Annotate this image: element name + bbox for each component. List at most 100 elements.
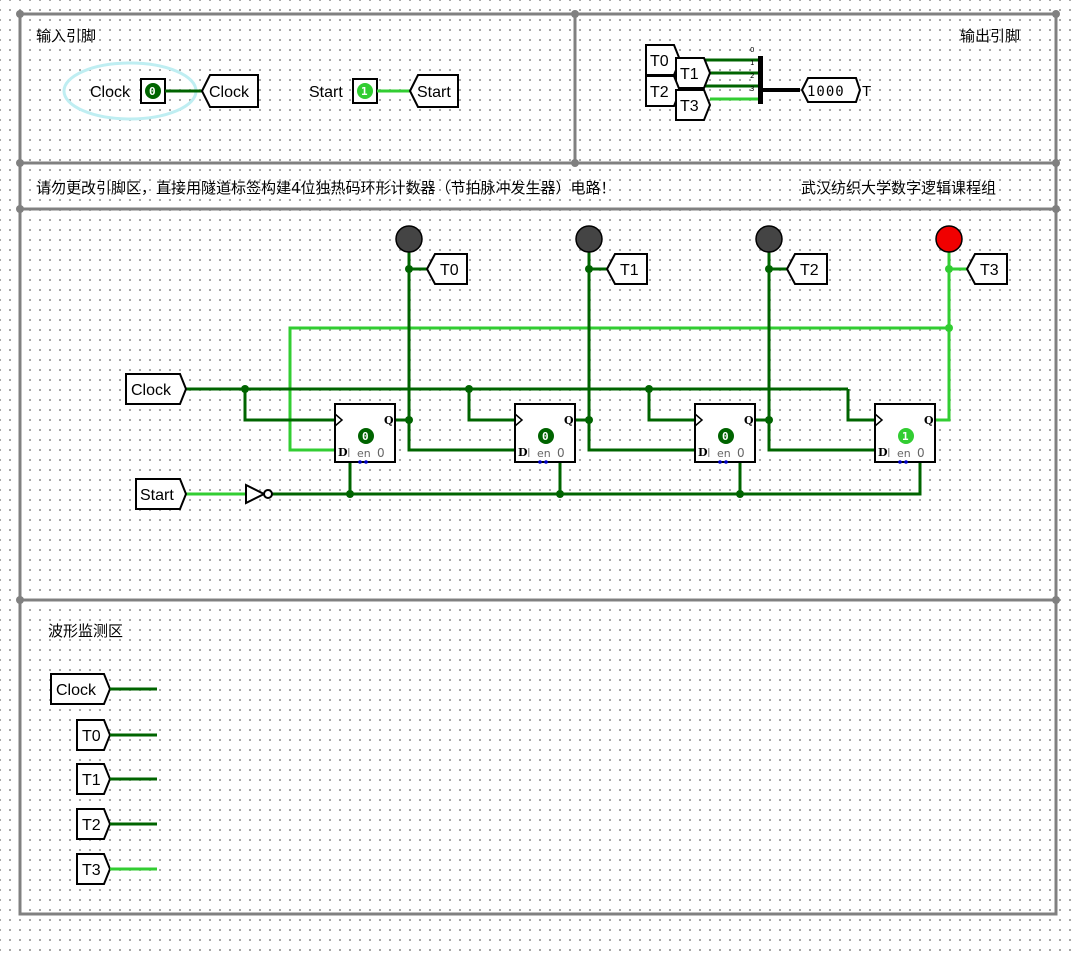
output-tunnel-t2: T2: [645, 75, 682, 107]
output-tunnel-t0-label: T0: [650, 53, 669, 70]
start-reset-wire: [185, 462, 922, 496]
waveform-signal-4-label: T3: [82, 862, 101, 879]
output-probe[interactable]: 1000 T: [800, 77, 871, 103]
splitter: 0 1 2 3: [750, 46, 800, 104]
waveform-signal-3: T2: [76, 808, 157, 840]
splitter-bit-2: 2: [750, 72, 754, 80]
led-tunnel-t1-label: T1: [620, 262, 639, 279]
flipflop-1-d-label: D: [518, 446, 528, 459]
flipflop-0-d-label: D: [338, 446, 348, 459]
waveform-signal-0: Clock: [50, 673, 157, 705]
waveform-title: 波形监测区: [48, 622, 123, 640]
clock-bus: [185, 387, 875, 422]
start-tunnel-out: Start: [408, 74, 459, 108]
flipflop-2-zero-label: 0: [737, 446, 745, 460]
led-layer: T0 T1 T2 T3: [395, 225, 1008, 285]
output-tunnel-t3: T3: [675, 89, 712, 121]
led-tunnel-t2-label: T2: [800, 262, 819, 279]
flipflop-3-zero-label: 0: [917, 446, 925, 460]
clock-tunnel-out: Clock: [200, 74, 259, 108]
output-tunnel-t0: T0: [645, 44, 682, 76]
flipflop-3-state-led: [898, 428, 914, 444]
flipflop-1-q-label: Q: [564, 414, 574, 427]
waveform-panel-frame: [18, 598, 1058, 916]
led-tunnel-t0-label: T0: [440, 262, 459, 279]
start-pin-value: 1: [361, 85, 368, 98]
waveform-signal-1-label: T0: [82, 728, 101, 745]
waveform-signal-1: T0: [76, 719, 157, 751]
waveform-signal-2-label: T1: [82, 772, 101, 789]
clock-tunnel-in-label: Clock: [131, 382, 172, 399]
waveform-signal-2: T1: [76, 763, 157, 795]
svg-text:I: I: [347, 446, 351, 460]
flipflop-1-zero-label: 0: [557, 446, 565, 460]
svg-text:I: I: [887, 446, 891, 460]
flipflop-3-state: 1: [902, 430, 909, 443]
shift-chain: [395, 250, 875, 452]
output-tunnel-t1: T1: [675, 57, 712, 89]
output-tunnel-t2-label: T2: [650, 84, 669, 101]
banner-credit: 武汉纺织大学数字逻辑课程组: [801, 179, 996, 197]
not-gate[interactable]: [245, 483, 273, 505]
led-tunnel-t1: T1: [605, 253, 648, 285]
flipflop-2-q-label: Q: [744, 414, 754, 427]
output-tunnel-t3-label: T3: [680, 98, 699, 115]
flipflop-2-d-label: D: [698, 446, 708, 459]
waveform-signal-4: T3: [76, 853, 157, 885]
panel-frames: [18, 12, 1058, 916]
flipflop-3-q-label: Q: [924, 414, 934, 427]
start-tunnel-in-label: Start: [140, 487, 174, 504]
panel-corner-dots: [16, 10, 1060, 604]
clock-pin-value: 0: [149, 85, 156, 98]
waveform-signal-0-label: Clock: [56, 682, 97, 699]
led-tunnel-t2: T2: [785, 253, 828, 285]
led-tunnel-t3: T3: [965, 253, 1008, 285]
flipflop-2-en-label: en: [717, 447, 731, 460]
flipflop-0-zero-label: 0: [377, 446, 385, 460]
led-tap-wires: [409, 250, 967, 271]
output-panel-title: 输出引脚: [960, 27, 1020, 45]
led-tunnel-t0: T0: [425, 253, 468, 285]
flipflop-0-state-led: [358, 428, 374, 444]
splitter-bit-1: 1: [750, 59, 754, 67]
output-led-0: [395, 225, 423, 253]
clock-tunnel-out-label: Clock: [209, 84, 250, 101]
clock-pin-label: Clock: [90, 84, 131, 101]
flipflop-3-en-label: en: [897, 447, 911, 460]
led-tunnel-t3-label: T3: [980, 262, 999, 279]
wire-junctions: [241, 265, 953, 498]
clock-tunnel-in: Clock: [125, 373, 188, 405]
start-tunnel-in: Start: [135, 478, 188, 510]
start-pin-label: Start: [309, 84, 343, 101]
start-tunnel-out-label: Start: [417, 84, 451, 101]
banner-instruction: 请勿更改引脚区，直接用隧道标签构建4位独热码环形计数器（节拍脉冲发生器）电路！: [36, 179, 616, 197]
flipflop-1-state-led: [538, 428, 554, 444]
output-led-3: [935, 225, 963, 253]
output-led-1: [575, 225, 603, 253]
splitter-bit-0: 0: [750, 46, 754, 54]
svg-text:I: I: [527, 446, 531, 460]
output-led-2: [755, 225, 783, 253]
flipflop-0-q-label: Q: [384, 414, 394, 427]
start-input-pin[interactable]: 1: [352, 78, 378, 104]
clock-input-pin[interactable]: 0: [140, 78, 166, 104]
probe-suffix: T: [862, 83, 871, 100]
flipflop-2-state-led: [718, 428, 734, 444]
flipflop-0-state: 0: [362, 430, 369, 443]
output-tunnels: T0 T1 T2 T3: [645, 44, 760, 121]
flipflop-0-en-label: en: [357, 447, 371, 460]
flipflop-1-state: 0: [542, 430, 549, 443]
flipflop-2-state: 0: [722, 430, 729, 443]
flipflop-3-d-label: D: [878, 446, 888, 459]
output-tunnel-t1-label: T1: [680, 66, 699, 83]
flipflop-1-en-label: en: [537, 447, 551, 460]
probe-value: 1000: [807, 84, 845, 100]
input-panel-title: 输入引脚: [36, 27, 96, 45]
waveform-signal-3-label: T2: [82, 817, 101, 834]
